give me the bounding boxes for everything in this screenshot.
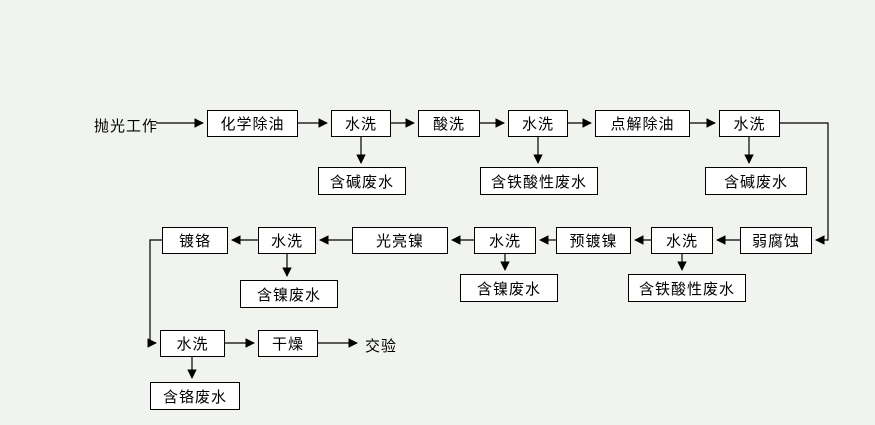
node-rinse-6: 水洗 bbox=[258, 227, 316, 254]
node-chrome-plate: 镀铬 bbox=[162, 227, 228, 254]
node-chrome-waste: 含铬废水 bbox=[150, 382, 240, 410]
node-pre-nickel: 预镀镍 bbox=[556, 227, 631, 254]
node-electrolytic-degrease: 点解除油 bbox=[595, 110, 690, 137]
node-chemical-degrease: 化学除油 bbox=[207, 110, 298, 137]
arrow-chrome-plate-to-rinse7 bbox=[147, 239, 162, 348]
node-weak-etch: 弱腐蚀 bbox=[740, 227, 812, 254]
node-nickel-waste-2: 含镍废水 bbox=[240, 280, 338, 308]
node-iron-acid-waste-1: 含铁酸性废水 bbox=[480, 167, 598, 195]
start-label: 抛光工作 bbox=[94, 118, 159, 135]
node-rinse-7: 水洗 bbox=[160, 330, 225, 357]
node-rinse-1: 水洗 bbox=[331, 110, 391, 137]
node-rinse-2: 水洗 bbox=[508, 110, 568, 137]
node-bright-nickel: 光亮镍 bbox=[352, 227, 448, 254]
node-alkali-waste-1: 含碱废水 bbox=[318, 167, 406, 195]
node-rinse-3: 水洗 bbox=[719, 110, 780, 137]
node-acid-wash: 酸洗 bbox=[418, 110, 480, 137]
node-dry: 干燥 bbox=[258, 330, 318, 357]
node-rinse-4: 水洗 bbox=[651, 227, 713, 254]
node-alkali-waste-2: 含碱废水 bbox=[705, 167, 807, 195]
node-rinse-5: 水洗 bbox=[474, 227, 536, 254]
arrow-rinse3-to-weak-etch bbox=[780, 122, 829, 245]
node-nickel-waste-1: 含镍废水 bbox=[460, 274, 558, 302]
inspect-label: 交验 bbox=[365, 338, 398, 355]
node-iron-acid-waste-2: 含铁酸性废水 bbox=[628, 274, 746, 302]
